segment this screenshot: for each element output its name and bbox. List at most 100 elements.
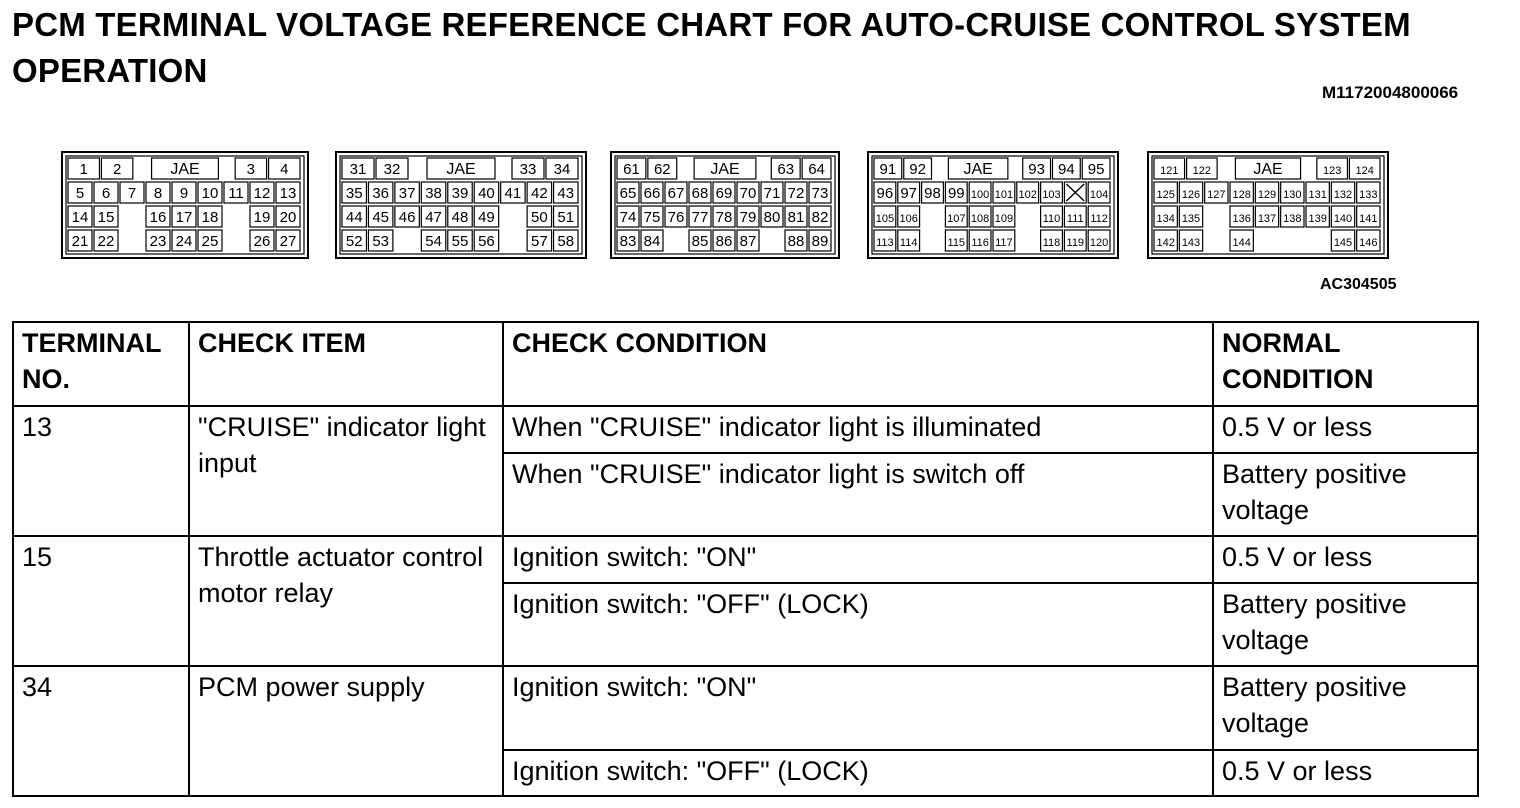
pin-number: 68 xyxy=(692,185,709,202)
pin-number: 42 xyxy=(531,185,548,202)
terminal-cell: 34 xyxy=(12,665,190,797)
pin-cell xyxy=(420,229,447,252)
pin-cell xyxy=(275,205,301,228)
figure-code: AC304505 xyxy=(1320,276,1397,293)
pin-number: 52 xyxy=(346,233,363,250)
normal-condition-cell: 0.5 V or less xyxy=(1212,749,1479,797)
pin-number: 77 xyxy=(692,209,709,226)
table-row: 15 Throttle actuator control motor relay… xyxy=(12,535,1479,667)
table-row: Ignition switch: "OFF" (LOCK) 0.5 V or l… xyxy=(13,749,1479,797)
pin-cell xyxy=(367,229,394,252)
pin-cell xyxy=(712,229,736,252)
pin-cell xyxy=(500,181,526,204)
pin-cell xyxy=(944,229,968,252)
connector-type-box xyxy=(150,157,220,180)
pin-cell xyxy=(197,205,223,228)
pin-cell xyxy=(1153,229,1178,252)
pin-number: 102 xyxy=(1019,189,1037,201)
pin-cell xyxy=(873,205,897,228)
pin-number: 18 xyxy=(202,209,219,226)
check-condition-cell: Ignition switch: "OFF" (LOCK) xyxy=(502,749,1214,797)
pin-number: 65 xyxy=(620,185,637,202)
page-title: PCM TERMINAL VOLTAGE REFERENCE CHART FOR… xyxy=(12,6,1411,89)
pin-number: 38 xyxy=(425,185,442,202)
pin-cell xyxy=(526,205,553,228)
pin-cell xyxy=(1348,157,1381,180)
connector-type-box xyxy=(1234,157,1302,180)
document-code: M1172004800066 xyxy=(1322,83,1459,102)
pin-number: 31 xyxy=(350,161,367,178)
normal-condition-cell: Battery positive voltage xyxy=(1212,665,1479,751)
pin-cell xyxy=(968,205,992,228)
pin-cell xyxy=(341,205,368,228)
pin-number: 27 xyxy=(280,233,297,250)
pin-number: 37 xyxy=(399,185,416,202)
pin-cell xyxy=(375,157,409,180)
pin-cell xyxy=(145,205,171,228)
pin-cell xyxy=(1051,157,1081,180)
pin-cell xyxy=(873,157,903,180)
pin-number: 103 xyxy=(1042,189,1060,201)
pin-cell xyxy=(1153,157,1186,180)
pin-cell xyxy=(801,157,832,180)
pin-cell xyxy=(1229,229,1254,252)
pin-cell xyxy=(367,181,394,204)
pin-number: 89 xyxy=(812,233,829,250)
pin-cell xyxy=(616,181,640,204)
connector-inner-outline xyxy=(1151,155,1385,255)
pin-cell xyxy=(1330,205,1356,228)
pin-number: 44 xyxy=(346,209,363,226)
pin-number: 72 xyxy=(788,185,805,202)
pin-number: 88 xyxy=(788,233,805,250)
pin-number: 47 xyxy=(425,209,442,226)
pin-cell xyxy=(992,205,1016,228)
pin-cell xyxy=(93,229,119,252)
pin-number: 17 xyxy=(176,209,193,226)
pin-number: 107 xyxy=(947,213,965,225)
pin-number: 94 xyxy=(1058,161,1075,178)
pin-number: 81 xyxy=(788,209,805,226)
check-condition-cell: Ignition switch: "ON" xyxy=(502,665,1214,751)
pin-cell xyxy=(1087,229,1111,252)
pin-number: 129 xyxy=(1258,189,1276,201)
pin-cell xyxy=(1356,181,1381,204)
pin-number: 112 xyxy=(1090,213,1108,225)
pin-number: 57 xyxy=(531,233,548,250)
pin-cell xyxy=(640,181,664,204)
pin-number: 23 xyxy=(150,233,167,250)
connector-type-box xyxy=(693,157,757,180)
normal-condition-cell: 0.5 V or less xyxy=(1212,535,1479,584)
pin-number: 2 xyxy=(113,161,121,178)
pin-number: 50 xyxy=(531,209,548,226)
pin-number: 141 xyxy=(1359,213,1377,225)
pin-cell xyxy=(1178,229,1204,252)
pin-cell xyxy=(1178,205,1204,228)
pin-number: 53 xyxy=(372,233,389,250)
pin-number: 6 xyxy=(102,185,110,202)
pin-number: 46 xyxy=(399,209,416,226)
pin-cell xyxy=(647,157,678,180)
pin-number: 95 xyxy=(1088,161,1105,178)
pin-number: 74 xyxy=(620,209,637,226)
pin-number: 55 xyxy=(452,233,469,250)
pin-cell xyxy=(688,181,712,204)
connector-type-box xyxy=(947,157,1009,180)
pin-cell xyxy=(1039,181,1063,204)
pin-cell xyxy=(552,181,579,204)
pin-number: 142 xyxy=(1156,237,1174,249)
pin-number: 92 xyxy=(909,161,926,178)
pin-number: 140 xyxy=(1334,213,1352,225)
pin-cell xyxy=(640,229,664,252)
pin-number: 9 xyxy=(180,185,188,202)
pin-cell xyxy=(736,229,760,252)
pin-number: 139 xyxy=(1308,213,1326,225)
pin-cell xyxy=(1229,181,1254,204)
table-row: 13 "CRUISE" indicator light input When "… xyxy=(12,405,1479,537)
pin-cell xyxy=(473,205,500,228)
pin-cell xyxy=(1280,181,1305,204)
pin-cell xyxy=(100,157,134,180)
pin-number: 80 xyxy=(764,209,781,226)
pin-number: 43 xyxy=(557,185,574,202)
